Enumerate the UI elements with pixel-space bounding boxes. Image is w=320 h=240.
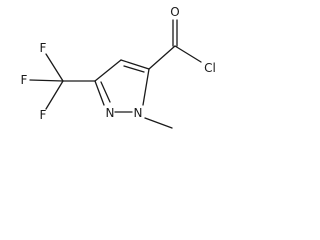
atom-label-fluorine-left: F <box>21 73 28 87</box>
chemical-structure-diagram: F F F N N O Cl <box>21 5 216 129</box>
bond-c-cl <box>174 45 202 63</box>
atom-label-nitrogen-2: N <box>106 106 115 120</box>
bond-c5-carbonyl <box>148 45 176 70</box>
atom-label-nitrogen-1: N <box>134 106 143 120</box>
bond-c4-c5-inner <box>123 65 145 73</box>
bond-n2-c3-inner <box>100 81 111 103</box>
bond-n2-c3-outer <box>94 80 105 106</box>
bond-n1-methyl <box>144 117 173 129</box>
bond-cf3-f-bottom <box>45 80 64 110</box>
atom-label-oxygen: O <box>170 5 179 19</box>
bond-cf3-f-left <box>29 79 64 82</box>
atom-label-chlorine: Cl <box>204 61 216 75</box>
atom-label-fluorine-bottom: F <box>40 108 47 122</box>
atom-label-fluorine-top: F <box>40 41 47 55</box>
bond-c5-n1 <box>142 68 150 106</box>
bond-cf3-f-top <box>45 53 64 82</box>
bond-c4-c5-outer <box>120 59 150 70</box>
bond-c3-c4 <box>94 59 122 82</box>
